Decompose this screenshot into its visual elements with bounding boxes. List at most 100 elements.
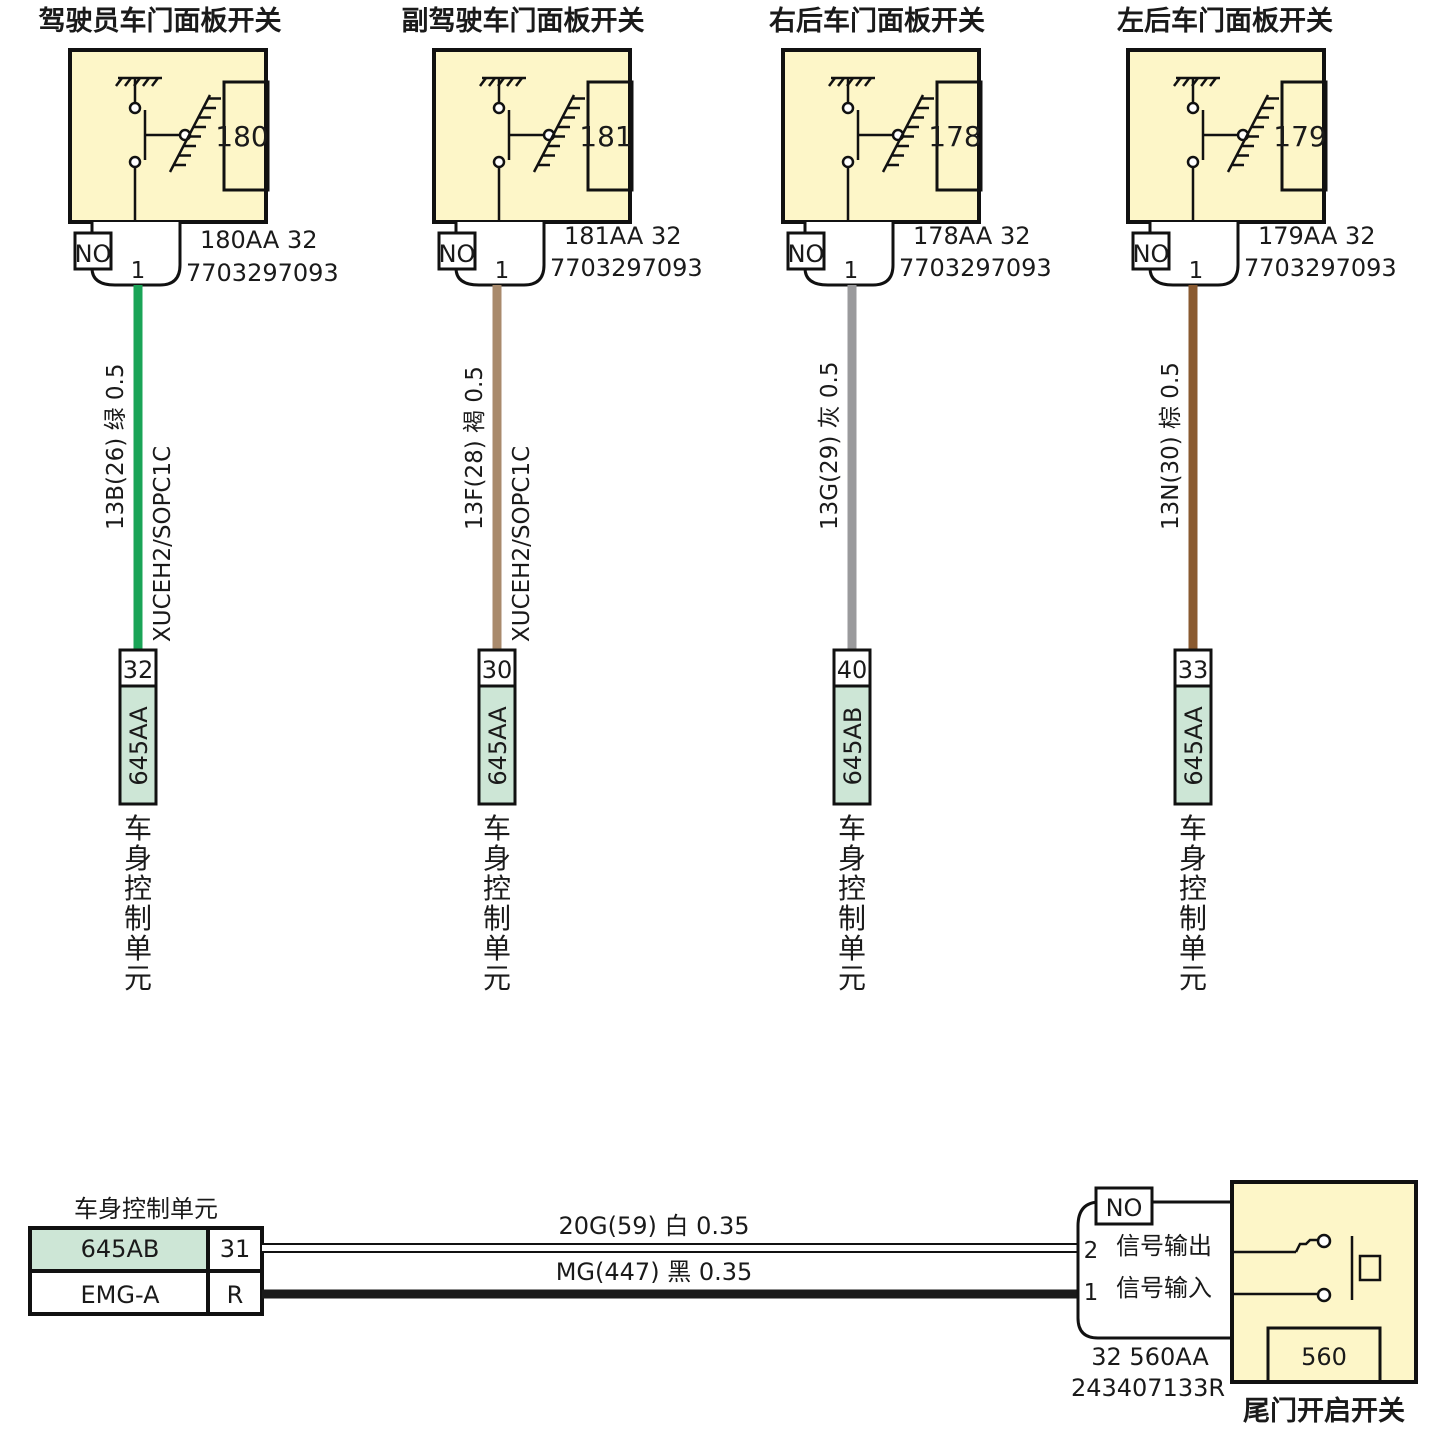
ground-hatch (506, 77, 514, 87)
harness-code: XUCEH2/SOPC1C (150, 446, 176, 642)
ecu-pin: 30 (482, 656, 513, 684)
ground-hatch (864, 77, 872, 87)
ground-hatch (1182, 77, 1190, 87)
component-number: 179 (1273, 120, 1326, 153)
ecu-pin: 33 (1178, 656, 1209, 684)
actuator-surface (532, 94, 576, 173)
actuator-surface (881, 94, 925, 173)
pushbutton-icon (1234, 1233, 1382, 1303)
state-label: NO (1133, 240, 1170, 268)
ecu-name-char: 单 (1179, 932, 1207, 965)
ecu-connector-box (1173, 684, 1213, 806)
ecu-row1-fill (32, 1230, 208, 1269)
ground-hatch (115, 77, 123, 87)
ecu-row-pin: R (227, 1281, 244, 1309)
state-label: NO (75, 240, 112, 268)
ground-hatch (142, 77, 150, 87)
ecu-row-pin: 31 (220, 1235, 251, 1263)
ecu-connector-box (477, 684, 517, 806)
ground-hatch (837, 77, 845, 87)
component-number-box (222, 80, 270, 192)
ecu-name-char: 身 (838, 842, 866, 875)
wire-spec: 13N(30) 棕 0.5 (1158, 362, 1184, 530)
ecu-name-char: 身 (483, 842, 511, 875)
ecu-name-char: 车 (1179, 812, 1207, 845)
tailgate-state-badge (1094, 1186, 1154, 1226)
contact-top (841, 101, 855, 115)
ecu-name-char: 元 (483, 962, 511, 995)
ecu-name-char: 控 (124, 872, 152, 905)
connector-code: 179AA 32 (1258, 222, 1375, 250)
component-number-box (586, 80, 634, 192)
tailgate-connector-code: 32 560AA (1091, 1343, 1209, 1371)
tailgate-number-box (1266, 1326, 1382, 1384)
component-number-box (1280, 80, 1328, 192)
tailgate-connector-housing (1076, 1200, 1232, 1340)
switch-symbol-icon (828, 76, 934, 222)
ecu-name-char: 控 (483, 872, 511, 905)
state-badge (786, 231, 826, 271)
contact-top (1186, 101, 1200, 115)
contact-bottom (1186, 155, 1200, 169)
tailgate-pin: 2 (1084, 1238, 1099, 1264)
wire-spec-black: MG(447) 黑 0.35 (556, 1258, 753, 1286)
switch-title: 副驾驶车门面板开关 (402, 5, 645, 37)
switch-title: 驾驶员车门面板开关 (39, 5, 282, 37)
ground-hatch (1209, 77, 1217, 87)
contact-top (492, 101, 506, 115)
ecu-connector: 645AA (484, 706, 512, 786)
wire-spec: 13G(29) 灰 0.5 (817, 361, 843, 530)
contact-top (128, 101, 142, 115)
ground-hatch (828, 77, 836, 87)
wire-spec: 13F(28) 褐 0.5 (462, 366, 488, 530)
ecu-name-char: 控 (838, 872, 866, 905)
ecu-name-char: 单 (483, 932, 511, 965)
signal-label: 信号输入 (1116, 1274, 1212, 1302)
contact-bottom (492, 155, 506, 169)
ecu-name-char: 元 (838, 962, 866, 995)
ground-hatch (151, 77, 159, 87)
ecu-name-char: 元 (1179, 962, 1207, 995)
wire-spec: 13B(26) 绿 0.5 (103, 364, 129, 530)
pin-number: 1 (844, 258, 859, 284)
tailgate-title: 尾门开启开关 (1243, 1396, 1405, 1427)
ground-hatch (488, 77, 496, 87)
ecu-row-connector: EMG-A (80, 1281, 160, 1309)
state-badge (73, 231, 113, 271)
contact-a2 (1316, 1233, 1332, 1249)
wire-spec-white: 20G(59) 白 0.35 (558, 1212, 749, 1240)
switch-symbol-icon (479, 76, 585, 222)
component-number: 180 (215, 120, 268, 153)
state-badge (1131, 231, 1171, 271)
switch-symbol-icon (1173, 76, 1279, 222)
state-badge (437, 231, 477, 271)
contact-arm (1294, 1238, 1318, 1253)
ecu-title: 车身控制单元 (74, 1195, 218, 1223)
ecu-pin: 32 (123, 656, 154, 684)
ecu-row-connector: 645AB (81, 1235, 160, 1263)
ecu-name-char: 单 (838, 932, 866, 965)
ecu-connector-box (118, 684, 158, 806)
switch-title: 左后车门面板开关 (1117, 5, 1333, 37)
actuator-surface (168, 94, 212, 173)
component-number: 181 (579, 120, 632, 153)
pin-number: 1 (1189, 258, 1204, 284)
actuator-surface (1226, 94, 1270, 173)
contact-bottom (841, 155, 855, 169)
ecu-name-char: 制 (838, 902, 866, 935)
ecu-name-char: 身 (124, 842, 152, 875)
connector-code: 181AA 32 (564, 222, 681, 250)
ecu-name-char: 车 (483, 812, 511, 845)
connector-code: 180AA 32 (200, 226, 317, 254)
tailgate-state: NO (1106, 1194, 1143, 1222)
tailgate-component-number: 560 (1301, 1343, 1347, 1371)
ecu-name-char: 单 (124, 932, 152, 965)
ecu-name-char: 制 (1179, 902, 1207, 935)
contact-a1 (1316, 1287, 1332, 1303)
part-number: 7703297093 (550, 254, 703, 282)
ecu-connector: 645AA (125, 706, 153, 786)
part-number: 7703297093 (186, 259, 339, 287)
component-number: 178 (928, 120, 981, 153)
